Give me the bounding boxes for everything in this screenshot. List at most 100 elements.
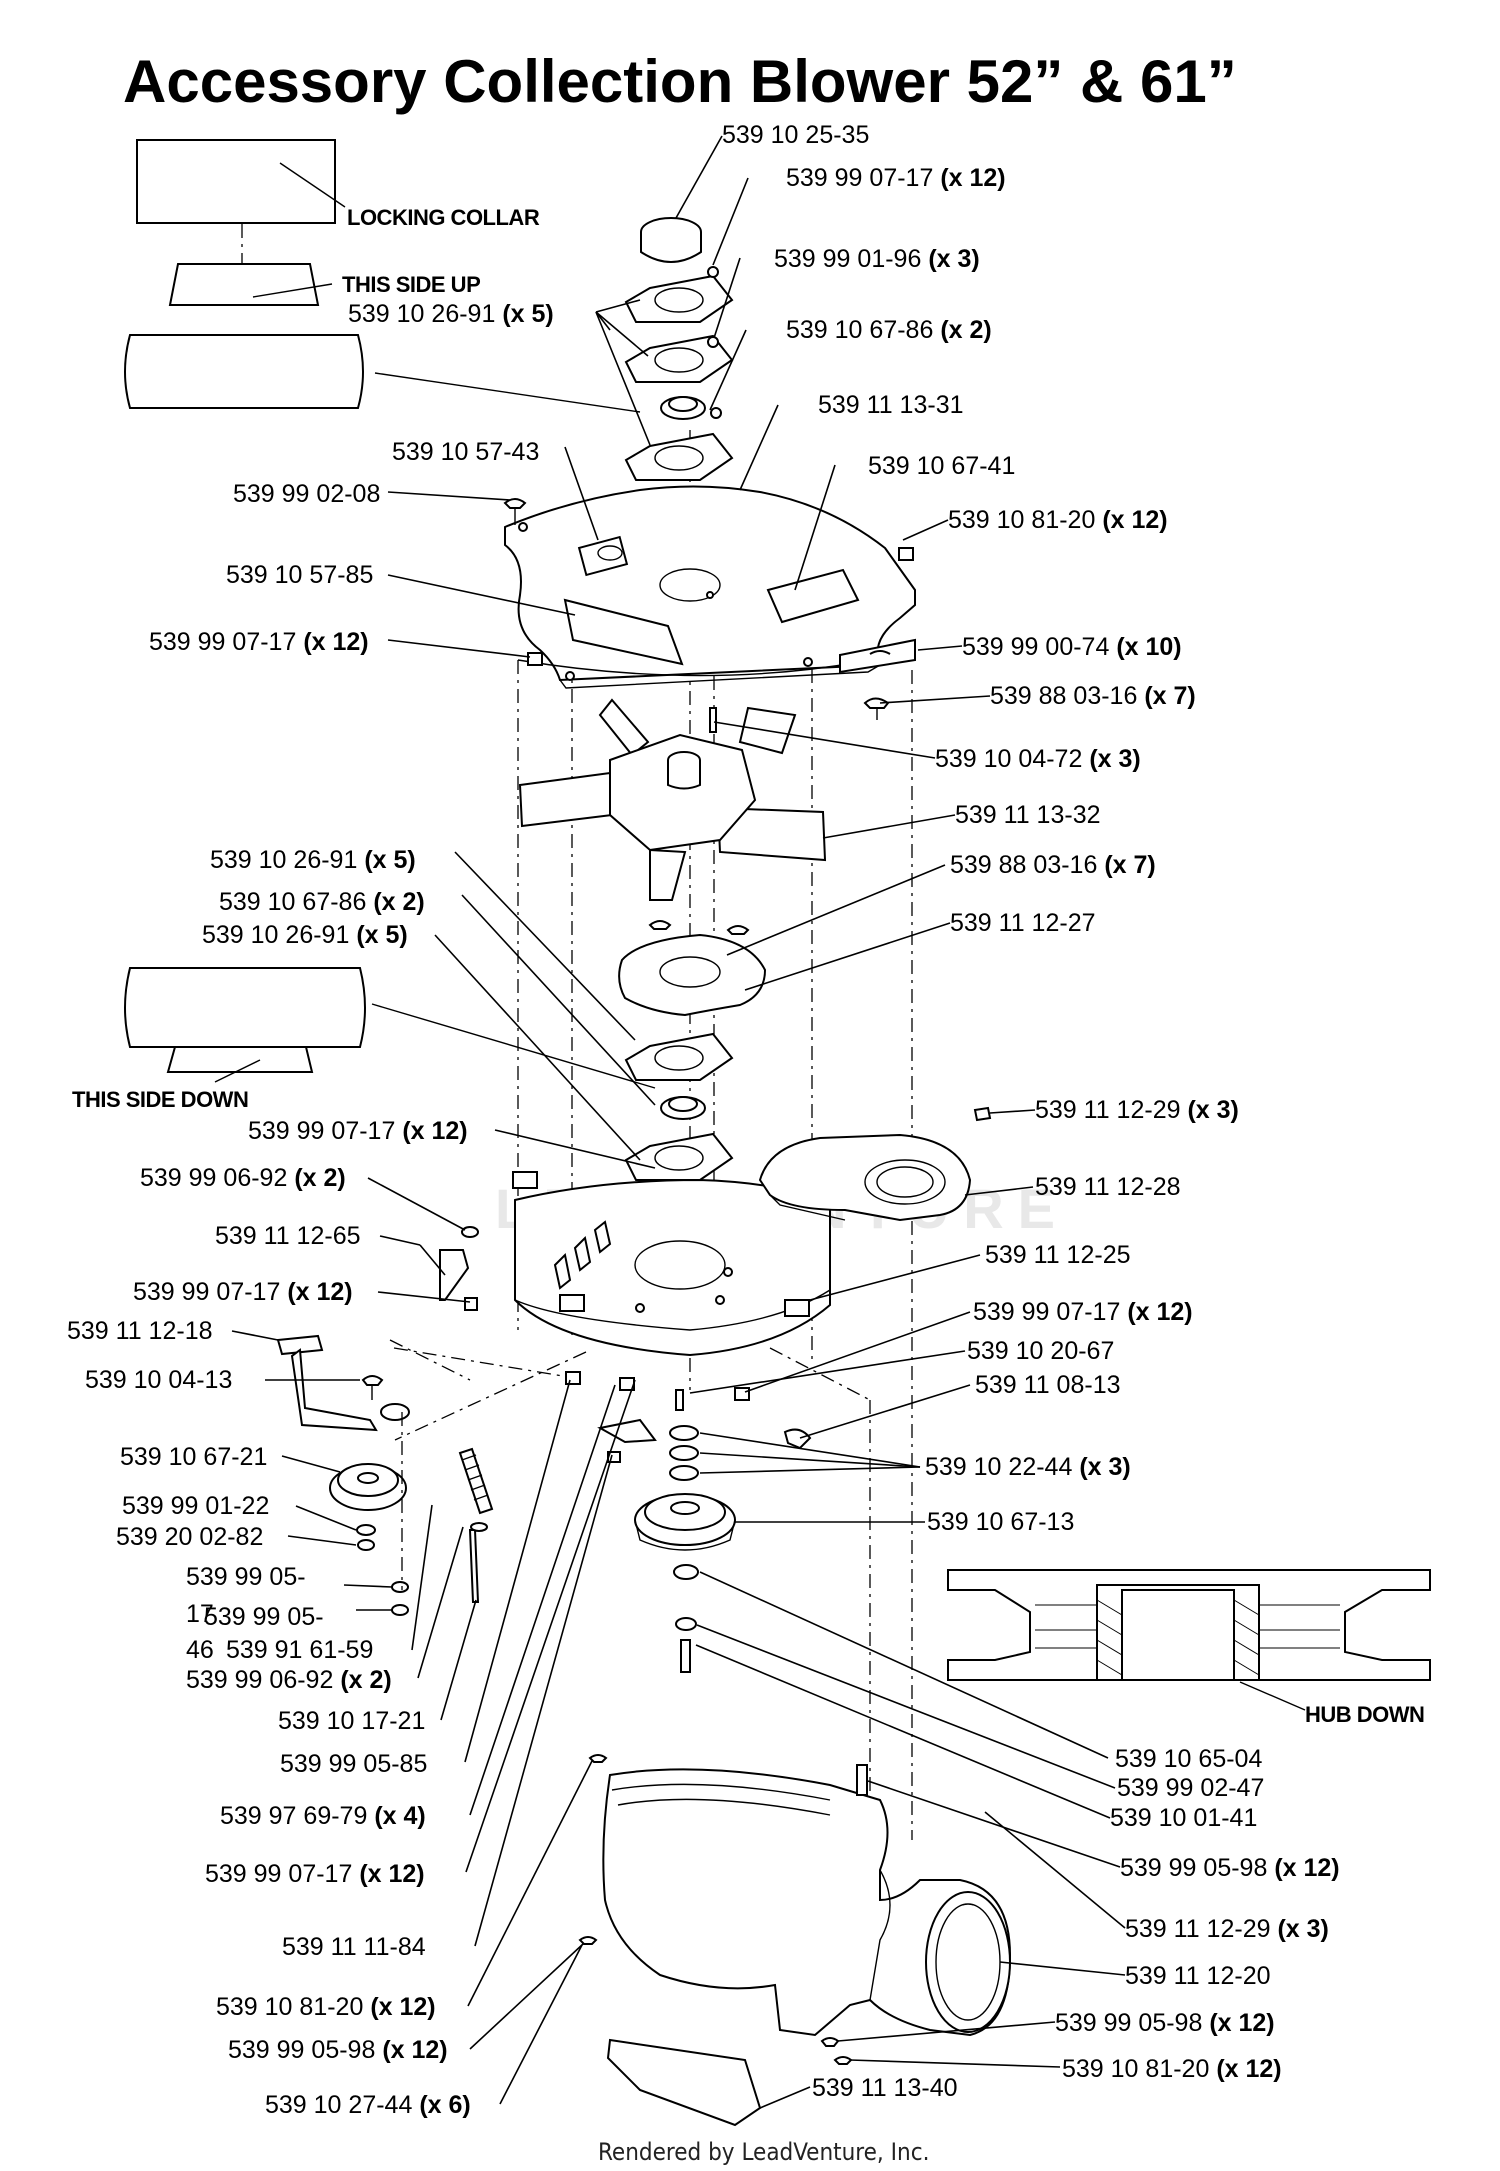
- locking-collar-inset: [124, 139, 641, 413]
- callout-539-10-57-43: 539 10 57-43: [392, 438, 539, 466]
- flange-plate-3: [624, 432, 734, 481]
- callout-539-10-20-67: 539 10 20-67: [967, 1337, 1114, 1365]
- callout-539-91-61-59: 539 91 61-59: [226, 1636, 373, 1664]
- callout-539-99-05-98: 539 99 05-98 (x 12): [228, 2036, 448, 2064]
- callout-539-99-05-46-b: 46: [186, 1636, 214, 1664]
- callout-539-99-05-17-b: 17: [186, 1600, 214, 1628]
- note-this-side-up: THIS SIDE UP: [342, 272, 480, 297]
- callout-539-99-07-17: 539 99 07-17 (x 12): [973, 1298, 1193, 1326]
- lower-housing-pan: [512, 1171, 831, 1357]
- decal-warning-left: [563, 598, 684, 666]
- callout-539-99-01-96: 539 99 01-96 (x 3): [774, 245, 980, 273]
- footer-credit: Rendered by LeadVenture, Inc.: [598, 2138, 929, 2166]
- discharge-shroud: [758, 1106, 992, 1222]
- callout-labels: 539 10 25-35 539 99 07-17 (x 12) 539 99 …: [67, 121, 1340, 2119]
- callout-539-99-06-92: 539 99 06-92 (x 2): [140, 1164, 346, 1192]
- note-this-side-down: THIS SIDE DOWN: [72, 1087, 248, 1112]
- callout-539-99-02-47: 539 99 02-47: [1117, 1774, 1264, 1802]
- fan-impeller: [518, 698, 827, 901]
- top-hardware: [503, 498, 914, 720]
- callout-539-11-12-18: 539 11 12-18: [67, 1317, 213, 1345]
- callout-539-10-67-21: 539 10 67-21: [120, 1443, 267, 1471]
- callout-539-10-67-86: 539 10 67-86 (x 2): [219, 888, 425, 916]
- assembly-notes: LOCKING COLLAR THIS SIDE UP THIS SIDE DO…: [72, 205, 1425, 1727]
- discharge-chute: [578, 1754, 1012, 2127]
- callout-539-99-05-98: 539 99 05-98 (x 12): [1055, 2009, 1275, 2037]
- middle-bearing-stack: [618, 920, 767, 1181]
- callout-539-11-13-32: 539 11 13-32: [955, 801, 1101, 829]
- callout-539-11-12-25: 539 11 12-25: [985, 1241, 1131, 1269]
- callout-539-11-13-40: 539 11 13-40: [812, 2074, 958, 2102]
- note-locking-collar: LOCKING COLLAR: [347, 205, 540, 230]
- note-hub-down: HUB DOWN: [1305, 1702, 1424, 1727]
- callout-539-99-06-92: 539 99 06-92 (x 2): [186, 1666, 392, 1694]
- callout-539-99-07-17: 539 99 07-17 (x 12): [786, 164, 1006, 192]
- callout-539-99-05-17-a: 539 99 05-: [186, 1563, 306, 1591]
- callout-539-10-67-13: 539 10 67-13: [927, 1508, 1074, 1536]
- bearing-this-side-down-inset: [124, 967, 656, 1089]
- bearing-cylinder-bottom: [124, 967, 366, 1048]
- callout-539-20-02-82: 539 20 02-82: [116, 1523, 263, 1551]
- fan-hub-plate: [609, 733, 757, 852]
- callout-539-99-07-17: 539 99 07-17 (x 12): [149, 628, 369, 656]
- callout-539-99-07-17: 539 99 07-17 (x 12): [205, 1860, 425, 1888]
- callout-539-10-04-13: 539 10 04-13: [85, 1366, 232, 1394]
- callout-539-11-12-28: 539 11 12-28: [1035, 1173, 1181, 1201]
- callout-539-10-27-44: 539 10 27-44 (x 6): [265, 2091, 471, 2119]
- callout-539-11-13-31: 539 11 13-31: [818, 391, 964, 419]
- flange-plate-1: [624, 274, 734, 323]
- callout-539-11-08-13: 539 11 08-13: [975, 1371, 1121, 1399]
- linkage-strap: [439, 1226, 812, 1463]
- fan-blade-left: [518, 771, 614, 828]
- callout-539-99-07-17: 539 99 07-17 (x 12): [133, 1278, 353, 1306]
- callout-539-99-05-98: 539 99 05-98 (x 12): [1120, 1854, 1340, 1882]
- callout-539-10-81-20: 539 10 81-20 (x 12): [948, 506, 1168, 534]
- bearing-cylinder-top: [124, 334, 364, 409]
- callout-539-10-25-35: 539 10 25-35: [722, 121, 869, 149]
- callout-539-10-04-72: 539 10 04-72 (x 3): [935, 745, 1141, 773]
- callout-539-99-00-74: 539 99 00-74 (x 10): [962, 633, 1182, 661]
- callout-539-10-81-20: 539 10 81-20 (x 12): [216, 1993, 436, 2021]
- callout-539-10-67-41: 539 10 67-41: [868, 452, 1015, 480]
- callout-539-88-03-16: 539 88 03-16 (x 7): [950, 851, 1156, 879]
- callout-539-11-12-27: 539 11 12-27: [950, 909, 1096, 937]
- top-bearing-stack: [624, 217, 734, 481]
- drive-pulley-stack: [634, 1389, 736, 1673]
- callout-539-10-67-86: 539 10 67-86 (x 2): [786, 316, 992, 344]
- upper-housing-cover: [504, 485, 916, 689]
- callout-539-88-03-16: 539 88 03-16 (x 7): [990, 682, 1196, 710]
- idler-handle: [276, 1334, 324, 1356]
- decal-warning-right: [766, 568, 860, 624]
- callout-539-10-65-04: 539 10 65-04: [1115, 1745, 1262, 1773]
- callout-539-99-05-85: 539 99 05-85: [280, 1750, 427, 1778]
- leader-lines: [231, 135, 1126, 2109]
- callout-539-11-11-84: 539 11 11-84: [282, 1933, 426, 1961]
- lower-plate: [618, 933, 767, 1017]
- callout-539-10-81-20: 539 10 81-20 (x 12): [1062, 2055, 1282, 2083]
- callout-539-11-12-29: 539 11 12-29 (x 3): [1035, 1096, 1239, 1124]
- idler-arm-assembly: [276, 1334, 494, 1616]
- callout-539-10-26-91: 539 10 26-91 (x 5): [348, 300, 554, 328]
- callout-539-99-01-22: 539 99 01-22: [122, 1492, 269, 1520]
- callout-539-97-69-79: 539 97 69-79 (x 4): [220, 1802, 426, 1830]
- diagram-title: Accessory Collection Blower 52” & 61”: [123, 48, 1237, 115]
- callout-539-10-17-21: 539 10 17-21: [278, 1707, 425, 1735]
- callout-539-11-12-20: 539 11 12-20: [1125, 1962, 1271, 1990]
- locking-collar-block: [136, 139, 336, 224]
- callout-539-10-26-91: 539 10 26-91 (x 5): [210, 846, 416, 874]
- callout-539-11-12-29: 539 11 12-29 (x 3): [1125, 1915, 1329, 1943]
- fan-blade-top-left: [598, 698, 650, 757]
- callout-539-10-01-41: 539 10 01-41: [1110, 1804, 1257, 1832]
- callout-539-10-22-44: 539 10 22-44 (x 3): [925, 1453, 1131, 1481]
- callout-539-11-12-65: 539 11 12-65: [215, 1222, 361, 1250]
- collar-taper: [168, 263, 320, 306]
- callout-539-99-07-17: 539 99 07-17 (x 12): [248, 1117, 468, 1145]
- callout-539-99-05-46-a: 539 99 05-: [204, 1603, 324, 1631]
- callout-539-99-02-08: 539 99 02-08: [233, 480, 380, 508]
- collar-taper-bottom: [166, 1046, 314, 1073]
- chute-deflector: [606, 2038, 762, 2127]
- fan-blade-bottom: [649, 848, 687, 901]
- callout-539-10-26-91: 539 10 26-91 (x 5): [202, 921, 408, 949]
- pulley-section-inset: [947, 1569, 1431, 1711]
